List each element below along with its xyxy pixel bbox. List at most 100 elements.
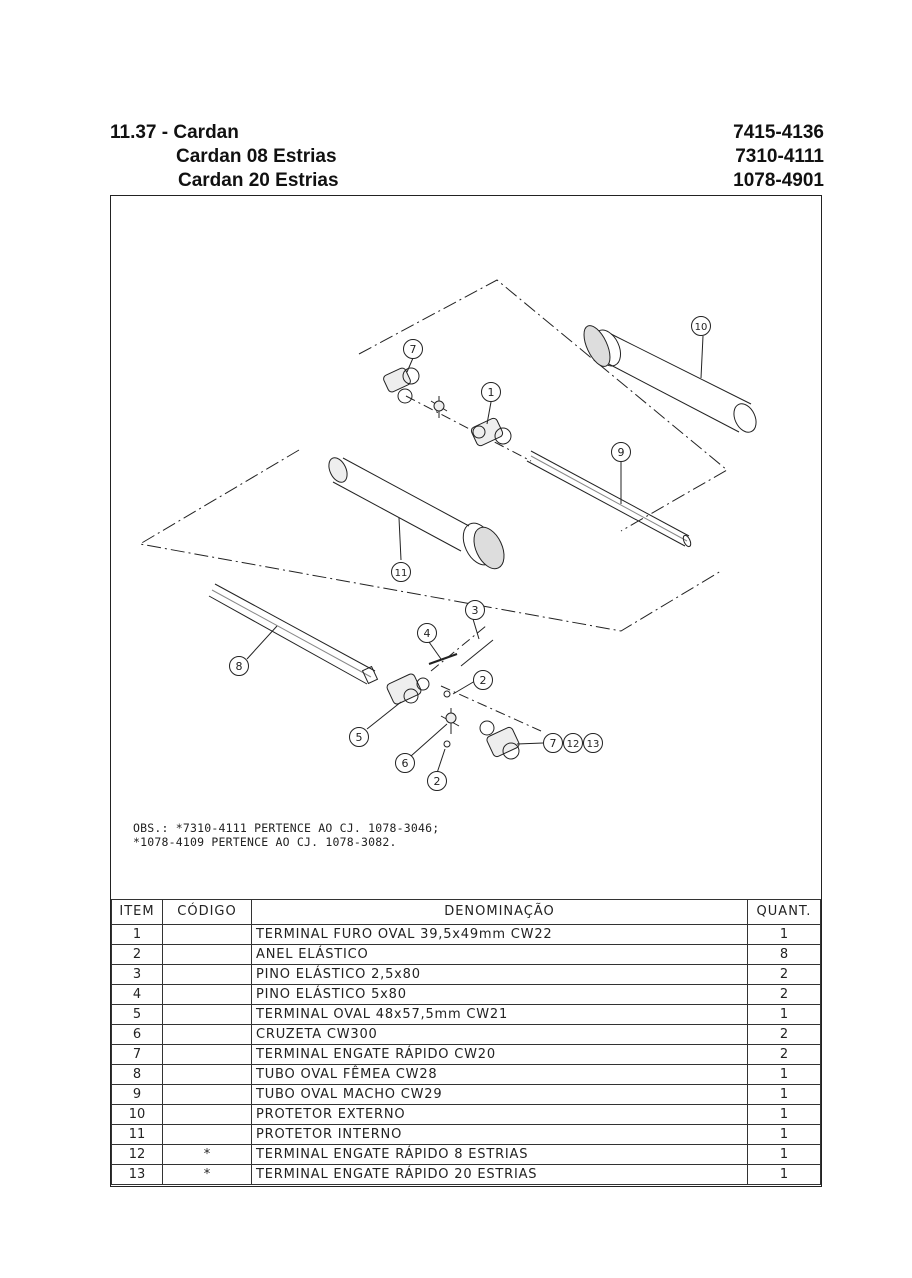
cell-quant: 2 <box>747 1024 821 1045</box>
cell-codigo <box>162 1104 252 1125</box>
subtitle-8-estrias: Cardan 08 Estrias <box>176 146 337 167</box>
obs-note-line1: OBS.: *7310-4111 PERTENCE AO CJ. 1078-30… <box>133 821 440 835</box>
cell-quant: 1 <box>747 1124 821 1145</box>
cell-quant: 1 <box>747 1084 821 1105</box>
terminal-5-part <box>386 673 430 705</box>
header-quant: QUANT. <box>747 899 821 925</box>
callout-8: 8 <box>229 656 249 676</box>
cell-denominacao: TUBO OVAL MACHO CW29 <box>251 1084 748 1105</box>
cell-denominacao: CRUZETA CW300 <box>251 1024 748 1045</box>
callout-2: 2 <box>427 771 447 791</box>
callout-2: 2 <box>473 670 493 690</box>
tubo-femea-part <box>208 583 379 685</box>
cell-item: 13 <box>111 1164 163 1185</box>
cell-item: 8 <box>111 1064 163 1085</box>
callout-label: 2 <box>434 775 441 788</box>
cell-item: 4 <box>111 984 163 1005</box>
callout-label: 7 <box>410 343 417 356</box>
tubo-macho-part <box>526 450 692 548</box>
cell-denominacao: TERMINAL FURO OVAL 39,5x49mm CW22 <box>251 924 748 945</box>
callout-label: 9 <box>618 446 625 459</box>
callout-label: 6 <box>402 757 409 770</box>
cell-codigo <box>162 924 252 945</box>
cell-quant: 1 <box>747 1004 821 1025</box>
cell-quant: 1 <box>747 1164 821 1185</box>
cell-codigo <box>162 1124 252 1145</box>
terminal-1-part <box>470 417 512 447</box>
cruzeta-upper-part <box>430 396 448 418</box>
cell-denominacao: PINO ELÁSTICO 5x80 <box>251 984 748 1005</box>
callout-1: 1 <box>481 382 501 402</box>
callout-label: 8 <box>236 660 243 673</box>
cell-denominacao: TERMINAL OVAL 48x57,5mm CW21 <box>251 1004 748 1025</box>
cell-denominacao: TUBO OVAL FÊMEA CW28 <box>251 1064 748 1085</box>
callout-label: 13 <box>587 739 600 750</box>
cell-item: 11 <box>111 1124 163 1145</box>
callout-label: 5 <box>356 731 363 744</box>
callout-label: 3 <box>472 604 479 617</box>
anel-elastico-lower-part <box>443 740 451 748</box>
callout-label: 7 <box>550 737 557 750</box>
header-denominacao: DENOMINAÇÃO <box>251 899 748 925</box>
cell-denominacao: PROTETOR EXTERNO <box>251 1104 748 1125</box>
cell-item: 5 <box>111 1004 163 1025</box>
code-8-estrias: 7310-4111 <box>735 146 824 167</box>
cell-codigo <box>162 984 252 1005</box>
anel-elastico-upper-part <box>443 690 451 698</box>
cell-denominacao: TERMINAL ENGATE RÁPIDO 8 ESTRIAS <box>251 1144 748 1165</box>
terminal-7-upper-part <box>383 367 420 404</box>
cell-quant: 2 <box>747 984 821 1005</box>
terminal-7-lower-part <box>479 720 520 760</box>
cell-codigo <box>162 964 252 985</box>
cell-denominacao: TERMINAL ENGATE RÁPIDO 20 ESTRIAS <box>251 1164 748 1185</box>
callout-label: 11 <box>395 568 408 579</box>
cell-item: 2 <box>111 944 163 965</box>
protetor-externo-part <box>583 325 757 433</box>
callout-4: 4 <box>417 623 437 643</box>
callout-7: 7 <box>543 733 563 753</box>
table-header-row: ITEM CÓDIGO DENOMINAÇÃO QUANT. <box>111 899 821 925</box>
cell-quant: 1 <box>747 1104 821 1125</box>
callout-12: 12 <box>563 733 583 753</box>
code-cardan: 7415-4136 <box>733 122 824 143</box>
cell-quant: 8 <box>747 944 821 965</box>
callout-label: 4 <box>424 627 431 640</box>
callout-label: 10 <box>695 322 708 333</box>
callout-label: 1 <box>488 386 495 399</box>
cell-codigo <box>162 1084 252 1105</box>
obs-note-line2: *1078-4109 PERTENCE AO CJ. 1078-3082. <box>133 835 397 849</box>
cell-item: 3 <box>111 964 163 985</box>
cell-item: 12 <box>111 1144 163 1165</box>
cell-codigo <box>162 944 252 965</box>
protetor-interno-part <box>328 457 505 570</box>
cell-item: 7 <box>111 1044 163 1065</box>
cell-codigo <box>162 1004 252 1025</box>
pino-elastico-3-part <box>460 639 494 667</box>
cell-codigo: * <box>162 1164 252 1185</box>
cell-quant: 1 <box>747 1144 821 1165</box>
callout-5: 5 <box>349 727 369 747</box>
cell-denominacao: PROTETOR INTERNO <box>251 1124 748 1145</box>
cell-denominacao: PINO ELÁSTICO 2,5x80 <box>251 964 748 985</box>
cell-codigo <box>162 1064 252 1085</box>
cell-denominacao: TERMINAL ENGATE RÁPIDO CW20 <box>251 1044 748 1065</box>
callout-7: 7 <box>403 339 423 359</box>
callout-label: 2 <box>480 674 487 687</box>
code-20-estrias: 1078-4901 <box>733 170 824 191</box>
assembly-outline-lower <box>138 449 722 632</box>
cell-codigo <box>162 1024 252 1045</box>
